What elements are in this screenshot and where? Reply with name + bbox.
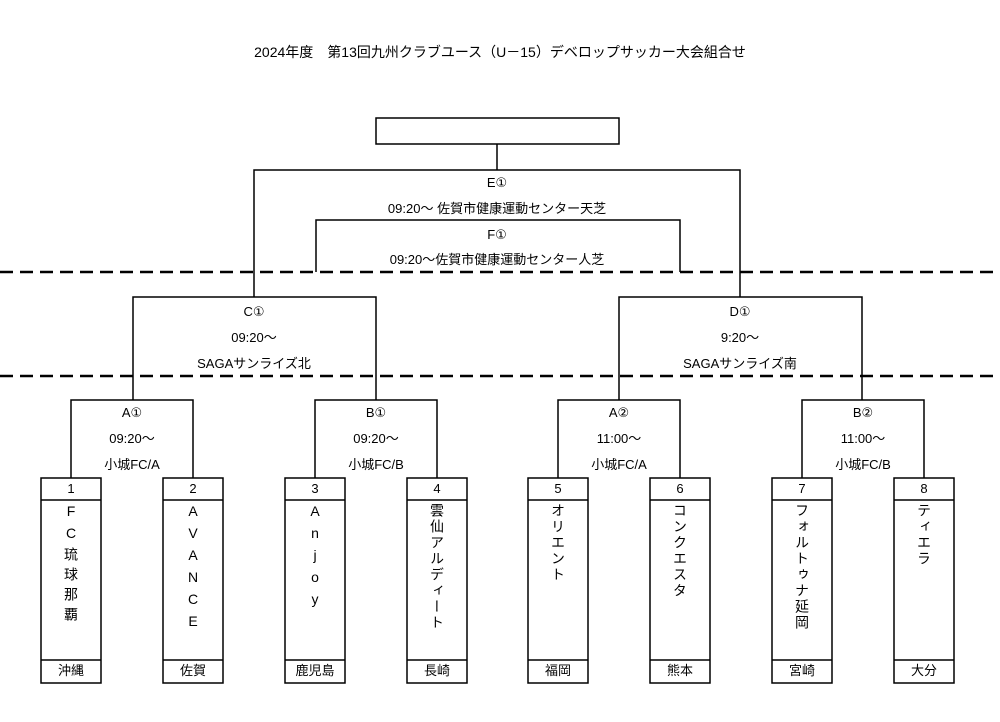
quarter-b2-label: B② [852, 405, 874, 420]
team-box-1 [40, 477, 102, 684]
page-title: 2024年度 第13回九州クラブユース（U－15）デベロップサッカー大会組合せ [254, 44, 746, 60]
team-name-7: フォルトゥナ延岡 [794, 503, 810, 631]
team-prefecture-1: 沖縄 [57, 663, 84, 678]
quarter-a2-venue: 小城FC/A [591, 457, 647, 472]
team-prefecture-8: 大分 [910, 663, 937, 678]
team-number-1: 1 [67, 481, 75, 496]
semi-c-venue: SAGAサンライズ北 [197, 356, 311, 371]
semi-d-label: D① [729, 304, 751, 319]
semi-d-bracket [618, 296, 863, 400]
final-f-detail: 09:20～佐賀市健康運動センター人芝 [389, 252, 605, 267]
final-f-label: F① [487, 227, 507, 242]
quarter-b1-label: B① [365, 405, 387, 420]
semi-c-bracket [132, 296, 377, 400]
quarter-b1-time: 09:20～ [353, 431, 399, 446]
team-prefecture-5: 福岡 [544, 663, 571, 678]
team-box-7 [771, 477, 833, 684]
semi-c-label: C① [243, 304, 265, 319]
team-name-4: 雲仙アルディート [429, 503, 445, 631]
team-box-4 [406, 477, 468, 684]
quarter-a1-venue: 小城FC/A [104, 457, 160, 472]
quarter-a2-bracket [557, 399, 681, 478]
team-box-5 [527, 477, 589, 684]
team-name-5: オリエント [550, 503, 566, 583]
quarter-a1-label: A① [121, 405, 143, 420]
quarter-b2-bracket [801, 399, 925, 478]
team-number-4: 4 [433, 481, 441, 496]
team-number-3: 3 [311, 481, 319, 496]
semi-d-time: 9:20～ [720, 330, 760, 345]
team-number-5: 5 [554, 481, 562, 496]
team-box-2 [162, 477, 224, 684]
quarter-a1-bracket [70, 399, 194, 478]
team-prefecture-4: 長崎 [423, 663, 450, 678]
team-name-1: FC琉球那覇 [63, 503, 79, 627]
team-number-6: 6 [676, 481, 684, 496]
semi-d-venue: SAGAサンライズ南 [683, 356, 797, 371]
quarter-a1-time: 09:20～ [109, 431, 155, 446]
team-name-8: ティエラ [916, 503, 932, 567]
team-box-3 [284, 477, 346, 684]
quarter-a2-label: A② [608, 405, 630, 420]
quarter-b2-time: 11:00～ [840, 431, 886, 446]
team-box-6 [649, 477, 711, 684]
team-number-2: 2 [189, 481, 197, 496]
team-number-7: 7 [798, 481, 806, 496]
team-prefecture-3: 鹿児島 [295, 663, 335, 678]
team-name-6: コンクエスタ [672, 503, 688, 599]
quarter-b2-venue: 小城FC/B [835, 457, 891, 472]
team-prefecture-6: 熊本 [666, 663, 693, 678]
team-name-3: Anjoy [307, 503, 323, 613]
team-number-8: 8 [920, 481, 928, 496]
final-e-bracket [253, 169, 741, 297]
quarter-b1-venue: 小城FC/B [348, 457, 404, 472]
final-e-label: E① [486, 175, 508, 190]
final-e-detail: 09:20～ 佐賀市健康運動センター天芝 [387, 201, 607, 216]
quarter-a2-time: 11:00～ [596, 431, 642, 446]
semi-c-time: 09:20～ [231, 330, 277, 345]
team-prefecture-7: 宮崎 [788, 663, 815, 678]
quarter-b1-bracket [314, 399, 438, 478]
team-name-2: AVANCE [185, 503, 201, 635]
team-prefecture-2: 佐賀 [179, 663, 206, 678]
champion-box [375, 117, 620, 145]
final-f-bracket [315, 219, 681, 272]
team-box-8 [893, 477, 955, 684]
